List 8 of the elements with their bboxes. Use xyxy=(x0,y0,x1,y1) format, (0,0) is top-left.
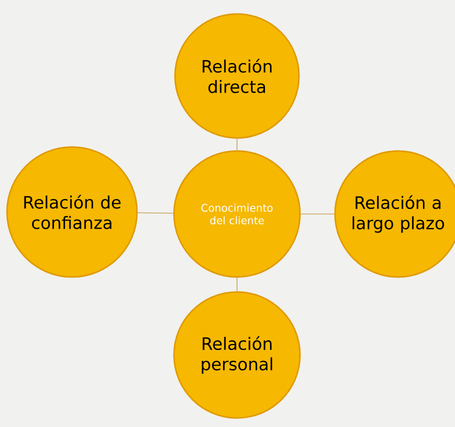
circle-node: Relación a largo plazo xyxy=(334,150,455,278)
connector-line xyxy=(236,277,238,292)
circle-node: Relación de confianza xyxy=(6,146,138,278)
circle-node: Relación personal xyxy=(173,291,301,419)
connector-line xyxy=(236,138,238,151)
connector-line xyxy=(137,212,174,214)
circle-node: Conocimiento del cliente xyxy=(173,150,301,278)
circle-node: Relación directa xyxy=(174,13,300,139)
